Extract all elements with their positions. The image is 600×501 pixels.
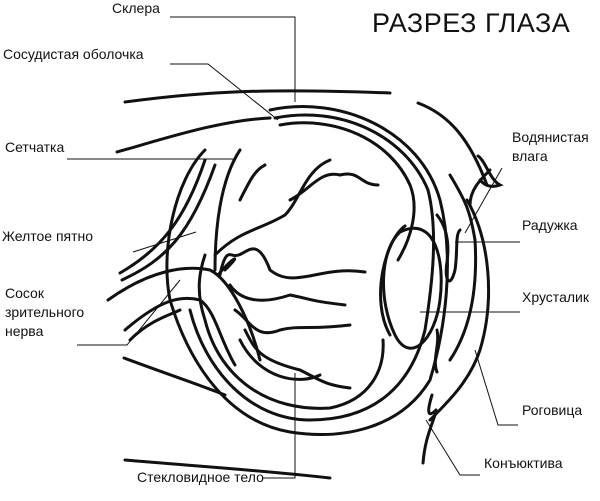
label-retina: Сетчатка bbox=[5, 139, 65, 155]
leader-optic-disc bbox=[77, 279, 181, 346]
label-optic-disc-1: Сосок bbox=[5, 285, 44, 301]
leader-aqueous bbox=[464, 167, 503, 234]
label-lens: Хрусталик bbox=[522, 289, 589, 305]
label-cornea: Роговица bbox=[522, 402, 583, 418]
diagram-title: РАЗРЕЗ ГЛАЗА bbox=[372, 8, 571, 38]
leader-lines bbox=[67, 16, 520, 479]
label-vitreous: Стекловидное тело bbox=[137, 469, 264, 485]
label-optic-disc-3: нерва bbox=[5, 323, 44, 339]
label-conjunctiva: Конъюктива bbox=[484, 455, 563, 471]
label-choroid: Сосудистая оболочка bbox=[3, 46, 144, 62]
leader-choroid bbox=[170, 63, 279, 121]
label-optic-disc-2: зрительного bbox=[5, 304, 85, 320]
label-aqueous-2: влага bbox=[512, 148, 548, 164]
eye-anatomy bbox=[106, 89, 504, 480]
label-macula: Желтое пятно bbox=[2, 228, 94, 244]
label-sclera: Склера bbox=[112, 0, 160, 16]
leader-cornea bbox=[474, 349, 518, 426]
label-aqueous-1: Водянистая bbox=[512, 129, 589, 145]
leader-sclera bbox=[170, 16, 296, 102]
leader-vitreous bbox=[262, 373, 296, 479]
leader-macula bbox=[132, 231, 197, 253]
leader-conjunctiva bbox=[425, 419, 480, 476]
label-iris: Радужка bbox=[522, 217, 578, 233]
